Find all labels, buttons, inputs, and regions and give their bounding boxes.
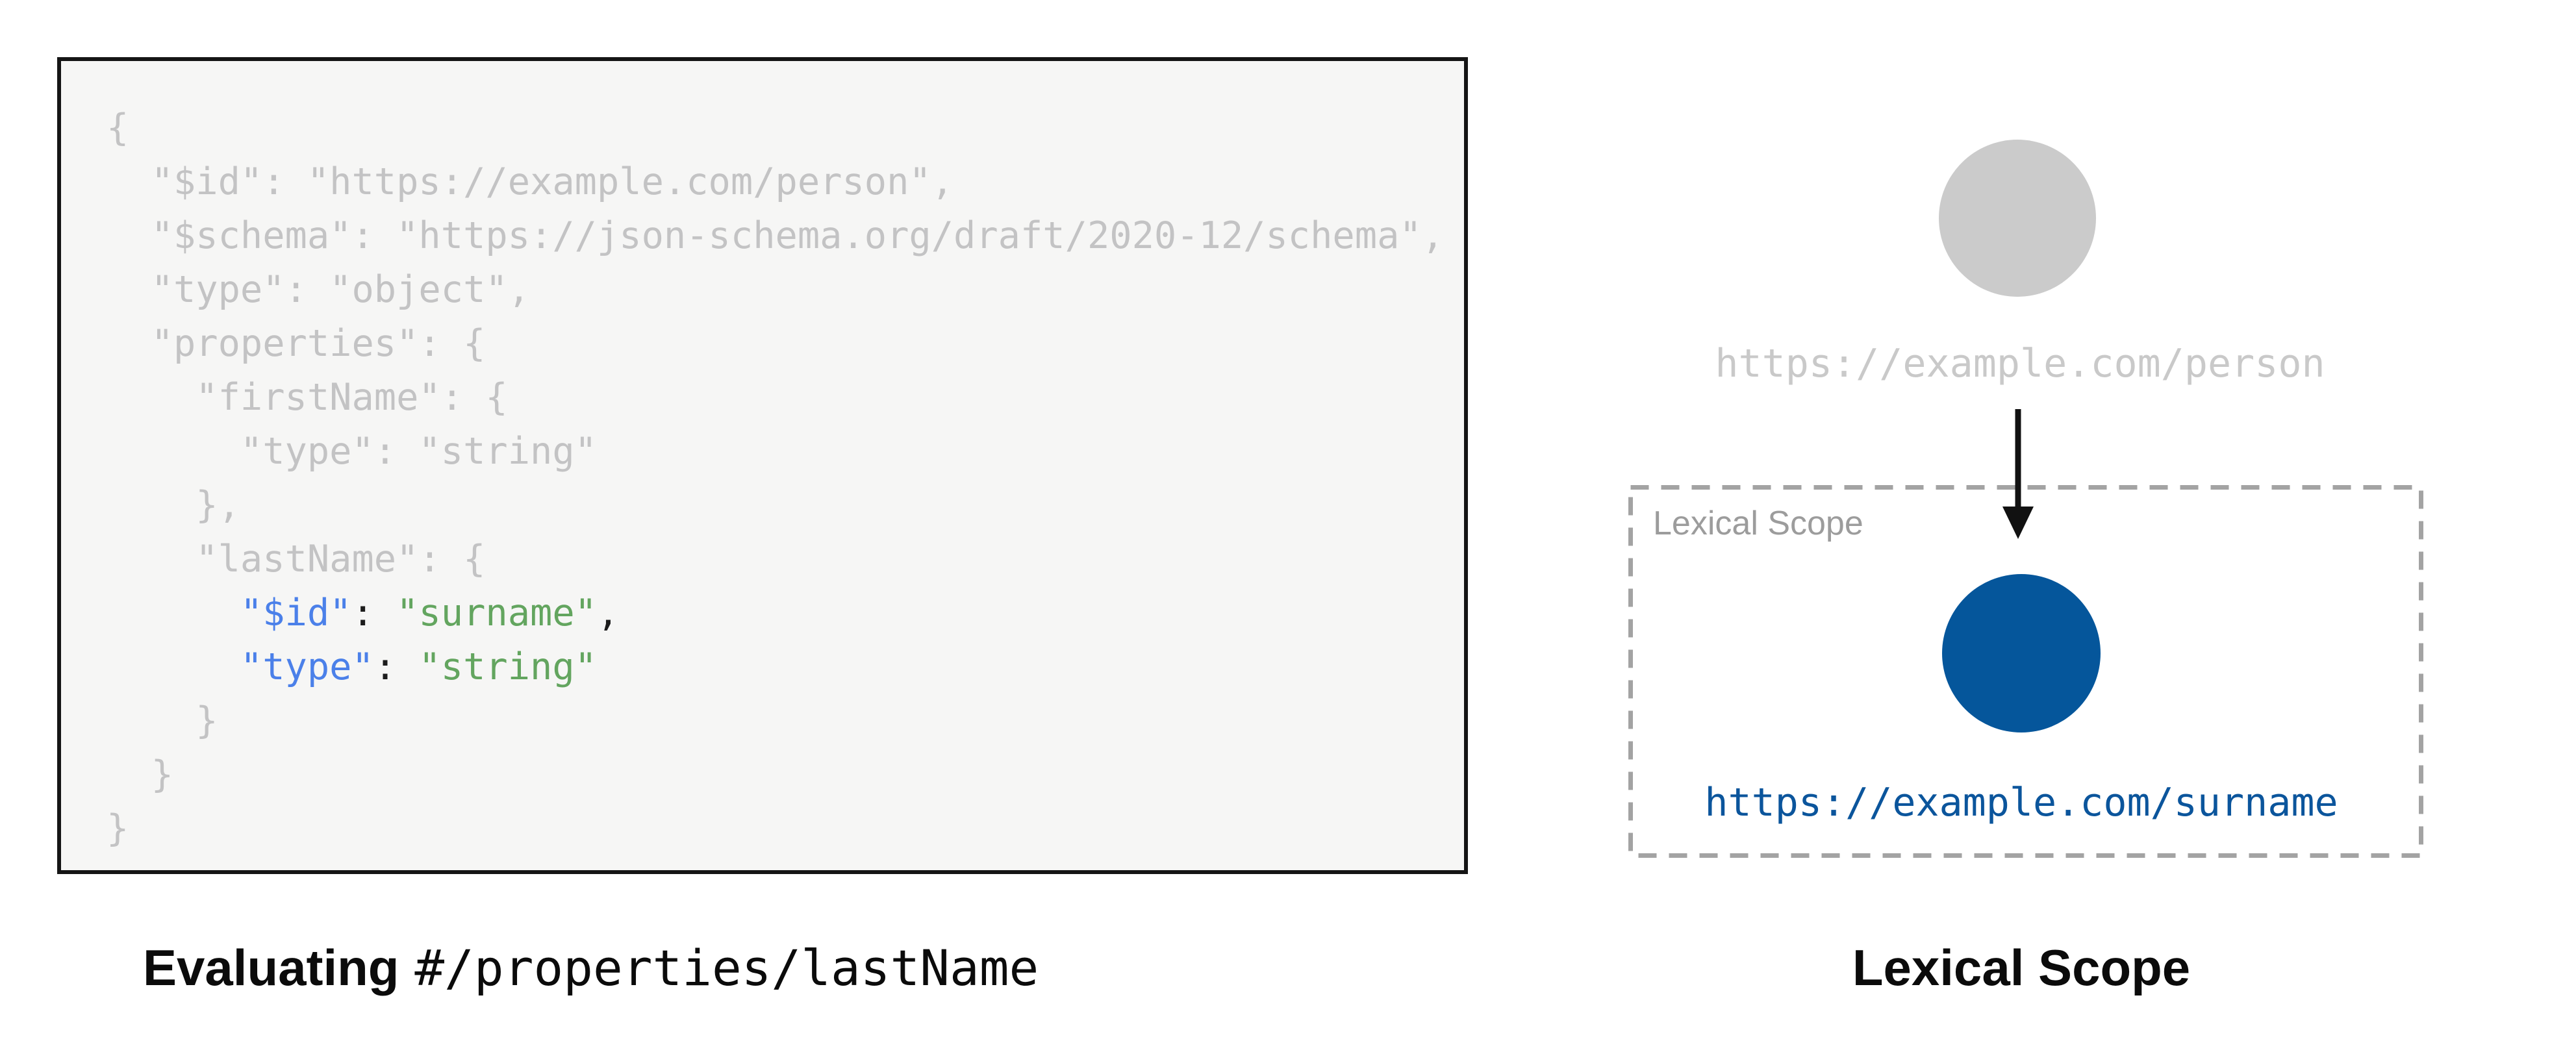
code-segment: } <box>107 699 218 742</box>
code-segment: "$id": "https://example.com/person", <box>107 160 954 203</box>
code-segment: "lastName": { <box>107 538 486 581</box>
code-segment: "type": "string" <box>107 430 597 473</box>
code-segment: "type" <box>240 645 374 688</box>
code-segment: : <box>351 592 397 634</box>
surname-node-label: https://example.com/surname <box>1704 780 2338 825</box>
evaluating-caption-bold: Evaluating <box>143 939 399 996</box>
lexical-scope-caption: Lexical Scope <box>1852 939 2191 996</box>
code-segment: } <box>107 807 129 850</box>
code-segment: } <box>107 753 173 796</box>
evaluating-caption-path: #/properties/lastName <box>414 939 1039 997</box>
code-segment: "$schema": "https://json-schema.org/draf… <box>107 214 1445 257</box>
code-segment: { <box>107 106 129 149</box>
code-segment: , <box>597 592 620 634</box>
reference-arrow-icon <box>2002 409 2034 539</box>
surname-node-circle <box>1942 574 2101 732</box>
code-segment <box>107 645 240 688</box>
code-segment <box>107 592 240 634</box>
person-node-circle <box>1939 140 2096 297</box>
schema-code-panel: { "$id": "https://example.com/person", "… <box>57 57 1468 874</box>
code-segment: "type": "object", <box>107 268 531 311</box>
person-node-label: https://example.com/person <box>1715 341 2325 386</box>
code-segment: : <box>373 645 419 688</box>
schema-code-block: { "$id": "https://example.com/person", "… <box>61 61 1464 870</box>
code-segment: "surname" <box>396 592 597 634</box>
code-segment: "$id" <box>240 592 352 634</box>
lexical-scope-box-label: Lexical Scope <box>1653 505 1863 542</box>
code-segment: }, <box>107 484 240 527</box>
code-segment: "properties": { <box>107 322 486 365</box>
code-segment: "firstName": { <box>107 376 508 419</box>
evaluating-caption: Evaluating #/properties/lastName <box>143 935 1039 1000</box>
code-segment: "string" <box>418 645 597 688</box>
